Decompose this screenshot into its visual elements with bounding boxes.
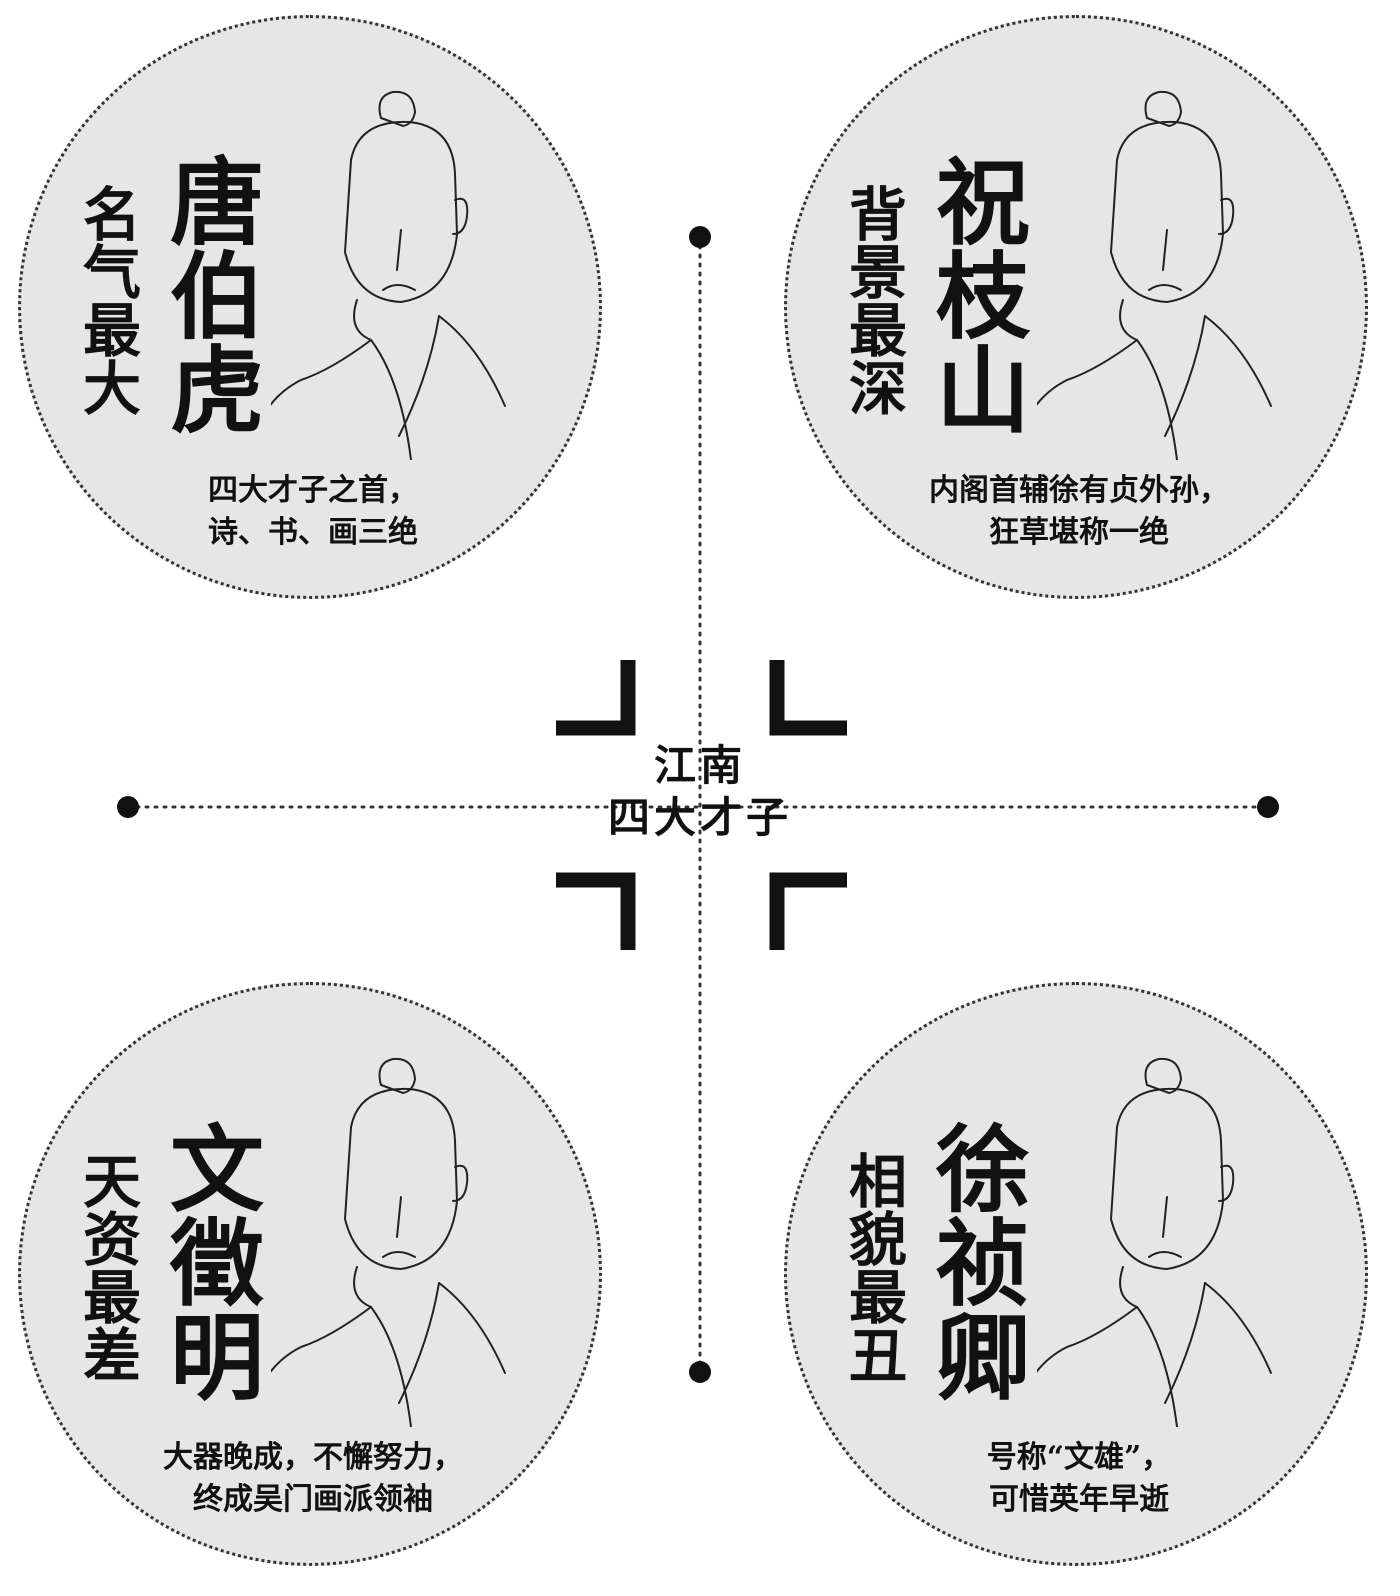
person-card-tang-bohu: 唐伯虎 名气最大 四大才子之首， 诗、书、画三绝 bbox=[18, 15, 602, 599]
scholar-portrait-icon bbox=[1037, 1057, 1272, 1427]
center-title: 江南 四大才子 bbox=[590, 740, 810, 844]
bottom-dot bbox=[689, 1361, 711, 1383]
center-title-line1: 江南 bbox=[653, 741, 746, 790]
scholar-portrait-icon bbox=[1037, 90, 1272, 460]
person-trait: 相貌最丑 bbox=[839, 1151, 907, 1383]
person-trait: 天资最差 bbox=[73, 1151, 141, 1383]
person-card-xu-zhenqing: 徐祯卿 相貌最丑 号称“文雄”， 可惜英年早逝 bbox=[784, 982, 1368, 1566]
center-title-line2: 四大才子 bbox=[607, 793, 792, 842]
person-description: 四大才子之首， 诗、书、画三绝 bbox=[81, 470, 545, 554]
person-name: 徐祯卿 bbox=[920, 1120, 1030, 1402]
person-description-line2: 可惜英年早逝 bbox=[989, 1482, 1169, 1517]
person-description-line2: 诗、书、画三绝 bbox=[208, 515, 418, 550]
right-dot bbox=[1257, 796, 1279, 818]
person-card-zhu-zhishan: 祝枝山 背景最深 内阁首辅徐有贞外孙， 狂草堪称一绝 bbox=[784, 15, 1368, 599]
bracket-bottom-left bbox=[556, 872, 636, 950]
top-dot bbox=[689, 226, 711, 248]
person-description-line1: 内阁首辅徐有贞外孙， bbox=[929, 473, 1229, 508]
person-name: 祝枝山 bbox=[920, 153, 1030, 435]
bracket-top-left bbox=[556, 660, 636, 736]
person-description: 号称“文雄”， 可惜英年早逝 bbox=[847, 1437, 1311, 1521]
person-description-line2: 狂草堪称一绝 bbox=[989, 515, 1169, 550]
person-trait: 名气最大 bbox=[73, 184, 141, 416]
bracket-top-right bbox=[769, 660, 847, 736]
person-name: 唐伯虎 bbox=[154, 153, 264, 435]
person-description: 大器晚成，不懈努力， 终成吴门画派领袖 bbox=[81, 1437, 545, 1521]
left-dot bbox=[117, 796, 139, 818]
person-name: 文徵明 bbox=[154, 1120, 264, 1402]
person-description-line2: 终成吴门画派领袖 bbox=[193, 1482, 433, 1517]
person-trait: 背景最深 bbox=[839, 184, 907, 416]
person-description-line1: 四大才子之首， bbox=[208, 473, 418, 508]
bracket-bottom-right bbox=[769, 872, 847, 950]
scholar-portrait-icon bbox=[271, 1057, 506, 1427]
person-description-line1: 号称“文雄”， bbox=[986, 1440, 1172, 1475]
person-description-line1: 大器晚成，不懈努力， bbox=[163, 1440, 463, 1475]
person-card-wen-zhengming: 文徵明 天资最差 大器晚成，不懈努力， 终成吴门画派领袖 bbox=[18, 982, 602, 1566]
scholar-portrait-icon bbox=[271, 90, 506, 460]
person-description: 内阁首辅徐有贞外孙， 狂草堪称一绝 bbox=[847, 470, 1311, 554]
